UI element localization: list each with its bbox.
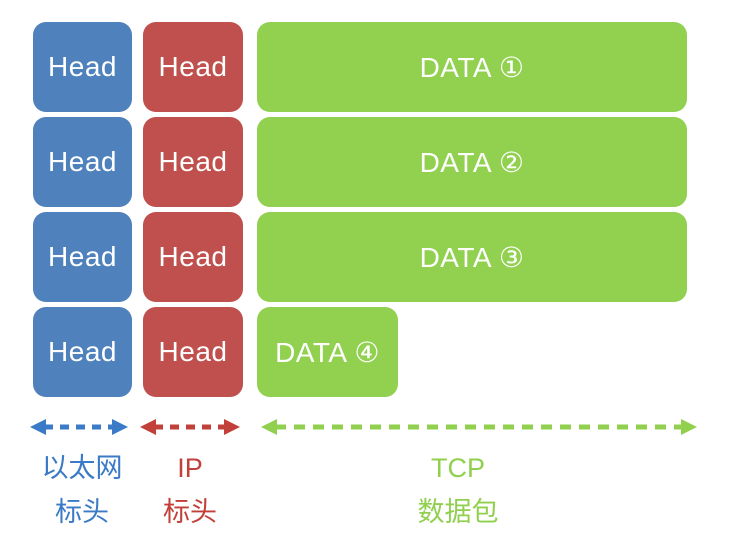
double-arrow-icon <box>140 419 240 435</box>
ethernet-head-block-2: Head <box>33 117 132 207</box>
tcp-extent-arrow <box>261 416 697 438</box>
ethernet-extent-arrow <box>30 416 128 438</box>
tcp-data-block-1: DATA ① <box>257 22 687 112</box>
ip-header-label: IP 标头 <box>130 446 250 534</box>
tcp-label-line2: 数据包 <box>417 497 499 527</box>
ip-extent-arrow <box>140 416 240 438</box>
ethernet-header-label: 以太网 标头 <box>22 446 142 534</box>
tcp-data-block-4: DATA ④ <box>257 307 398 397</box>
ip-label-line2: 标头 <box>163 497 217 527</box>
ip-head-block-1: Head <box>143 22 243 112</box>
ip-head-block-2: Head <box>143 117 243 207</box>
double-arrow-icon <box>261 419 697 435</box>
tcp-data-block-2: DATA ② <box>257 117 687 207</box>
tcp-label-line1: TCP <box>431 453 485 483</box>
ethernet-head-block-1: Head <box>33 22 132 112</box>
ethernet-label-line2: 标头 <box>55 497 109 527</box>
double-arrow-icon <box>30 419 128 435</box>
ip-label-line1: IP <box>177 453 203 483</box>
ethernet-head-block-3: Head <box>33 212 132 302</box>
ip-head-block-3: Head <box>143 212 243 302</box>
ip-head-block-4: Head <box>143 307 243 397</box>
tcp-data-block-3: DATA ③ <box>257 212 687 302</box>
ethernet-label-line1: 以太网 <box>41 453 123 483</box>
ethernet-head-block-4: Head <box>33 307 132 397</box>
tcp-packet-label: TCP 数据包 <box>358 446 558 534</box>
